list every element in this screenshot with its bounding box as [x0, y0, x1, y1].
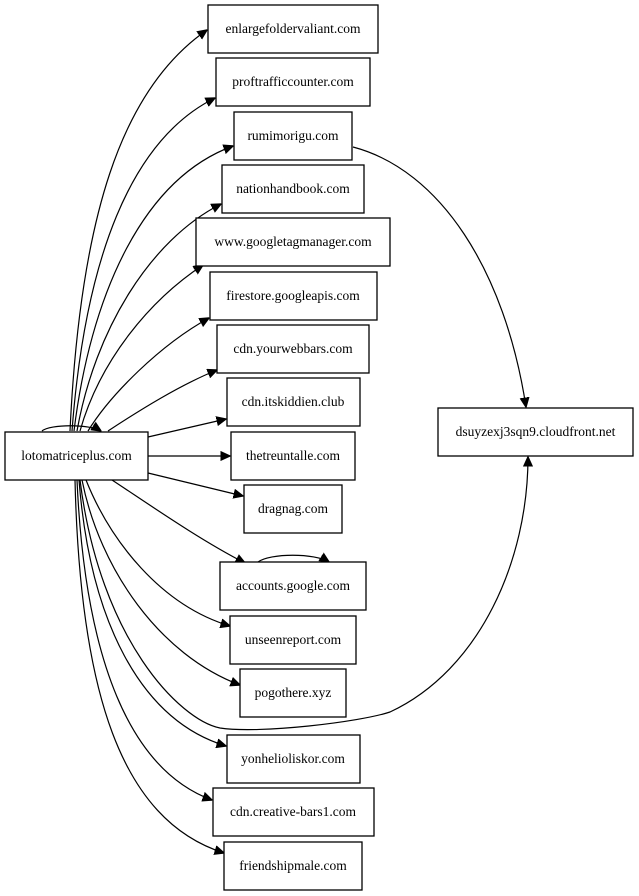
- edge-to-pogothere: [81, 479, 240, 685]
- edges-layer: [41, 30, 528, 853]
- node-target-1[interactable]: proftrafficcounter.com: [215, 57, 371, 107]
- node-target-label: dragnag.com: [258, 501, 329, 516]
- node-cdn-label: dsuyzexj3sqn9.cloudfront.net: [456, 424, 616, 439]
- node-target-label: www.googletagmanager.com: [214, 234, 372, 249]
- node-target-label: rumimorigu.com: [247, 128, 339, 143]
- edge-to-googletagmanager: [79, 265, 203, 432]
- node-source[interactable]: lotomatriceplus.com: [4, 431, 149, 481]
- node-target-label: cdn.creative-bars1.com: [230, 804, 356, 819]
- node-target-0[interactable]: enlargefoldervaliant.com: [207, 4, 379, 54]
- node-target-label: cdn.yourwebbars.com: [233, 341, 353, 356]
- node-target-8[interactable]: thetreuntalle.com: [230, 431, 356, 481]
- edge-to-friendshipmale: [74, 479, 224, 853]
- node-target-label: accounts.google.com: [236, 578, 350, 593]
- nodes-layer: lotomatriceplus.com enlargefoldervaliant…: [4, 4, 634, 891]
- node-target-12[interactable]: pogothere.xyz: [239, 668, 347, 718]
- node-cdn[interactable]: dsuyzexj3sqn9.cloudfront.net: [437, 407, 634, 457]
- edge-to-rumimorigu: [73, 146, 233, 432]
- edge-to-itskiddien: [147, 419, 226, 438]
- node-target-5[interactable]: firestore.googleapis.com: [209, 271, 378, 321]
- edge-to-unseenreport: [85, 479, 230, 626]
- node-target-6[interactable]: cdn.yourwebbars.com: [216, 324, 370, 374]
- edge-accounts-self-loop: [257, 555, 329, 562]
- node-target-4[interactable]: www.googletagmanager.com: [195, 217, 391, 267]
- node-target-7[interactable]: cdn.itskiddien.club: [226, 377, 361, 427]
- node-target-14[interactable]: cdn.creative-bars1.com: [212, 787, 375, 837]
- edge-to-creative-bars1: [76, 479, 212, 800]
- edge-rumimorigu-to-cloudfront: [352, 146, 526, 407]
- node-target-label: cdn.itskiddien.club: [242, 394, 345, 409]
- edge-to-yourwebbars: [107, 370, 217, 432]
- node-target-2[interactable]: rumimorigu.com: [233, 111, 353, 161]
- node-target-label: enlargefoldervaliant.com: [225, 21, 361, 36]
- edge-to-firestore: [87, 318, 209, 432]
- node-target-label: pogothere.xyz: [255, 685, 332, 700]
- edge-source-to-cloudfront: [79, 457, 528, 731]
- node-target-label: thetreuntalle.com: [246, 448, 341, 463]
- node-target-label: firestore.googleapis.com: [226, 288, 360, 303]
- edge-to-dragnag: [147, 472, 243, 496]
- node-target-label: yonhelioliskor.com: [241, 751, 345, 766]
- node-target-label: unseenreport.com: [245, 632, 342, 647]
- edge-to-accounts-google: [111, 479, 245, 563]
- node-target-15[interactable]: friendshipmale.com: [223, 841, 363, 891]
- node-target-label: friendshipmale.com: [239, 858, 347, 873]
- node-target-13[interactable]: yonhelioliskor.com: [226, 734, 361, 784]
- edge-to-proftrafficcounter: [71, 98, 215, 432]
- node-target-label: proftrafficcounter.com: [232, 74, 354, 89]
- edge-to-nationhandbook: [76, 204, 221, 432]
- edge-to-enlargefoldervaliant: [69, 30, 207, 432]
- node-target-3[interactable]: nationhandbook.com: [221, 164, 365, 214]
- node-target-10[interactable]: accounts.google.com: [219, 561, 367, 611]
- edge-to-yonhelioliskor: [78, 479, 226, 746]
- node-target-9[interactable]: dragnag.com: [243, 484, 343, 534]
- node-target-11[interactable]: unseenreport.com: [229, 615, 357, 665]
- node-source-label: lotomatriceplus.com: [21, 448, 132, 463]
- node-target-label: nationhandbook.com: [236, 181, 350, 196]
